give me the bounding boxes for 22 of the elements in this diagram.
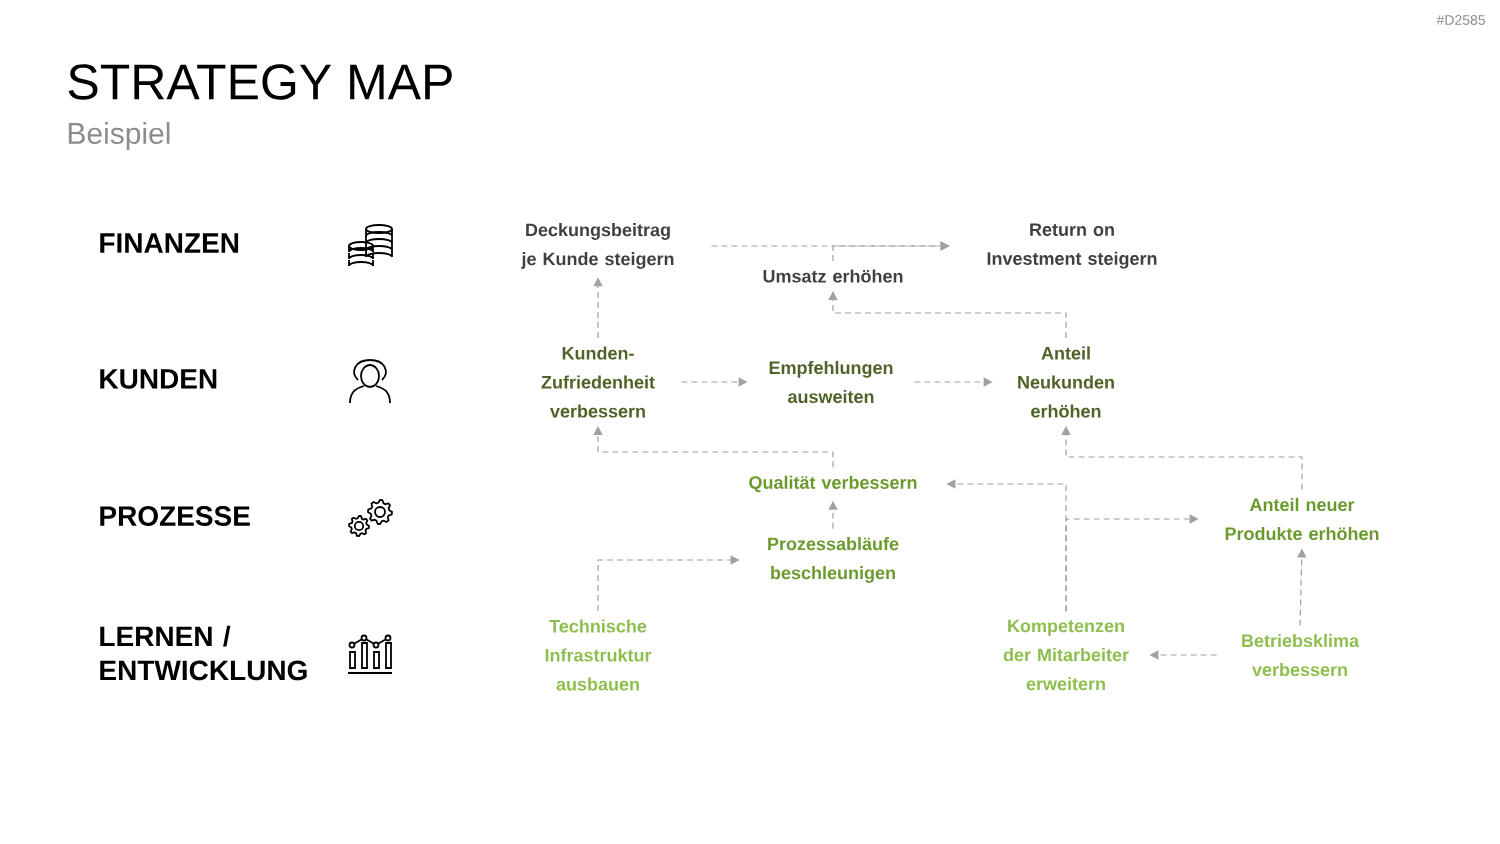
row-heading: FINANZEN (100, 233, 239, 253)
arrow (1061, 426, 1303, 491)
goal-text: Kunden-Zufriedenheit verbessern (541, 346, 655, 418)
goal-text: Qualität verbessern (749, 475, 917, 493)
arrow (593, 426, 834, 468)
goal-text: Betriebsklima verbessern (1242, 633, 1360, 677)
goal-text: Umsatz erhöhen (763, 269, 903, 283)
goal-text: Empfehlungen ausweiten (769, 360, 893, 404)
code-label: #D2585 (1436, 15, 1485, 25)
goal-text: Return on Investment steigern (987, 223, 1157, 269)
goal-text: Deckungsbeitrag je Kunde steigern (521, 223, 674, 269)
goal-text: Kompetenzen der Mitarbeiter erweitern (1003, 619, 1129, 691)
row-heading: PROZESSE (100, 506, 250, 526)
goal-text: Anteil Neukunden erhöhen (1018, 346, 1114, 418)
goal-text: Technische Infrastruktur ausbauen (545, 619, 652, 691)
row-heading: KUNDEN (100, 369, 217, 389)
subtitle: Beispiel (68, 122, 170, 150)
title: STRATEGY MAP (68, 64, 452, 100)
row-heading: LERNEN / ENTWICKLUNG (100, 625, 307, 681)
arrow (828, 291, 1067, 339)
goal-text: Prozessabläufe beschleunigen (768, 537, 899, 583)
goal-text: Anteil neuer Produkte erhöhen (1225, 497, 1379, 541)
